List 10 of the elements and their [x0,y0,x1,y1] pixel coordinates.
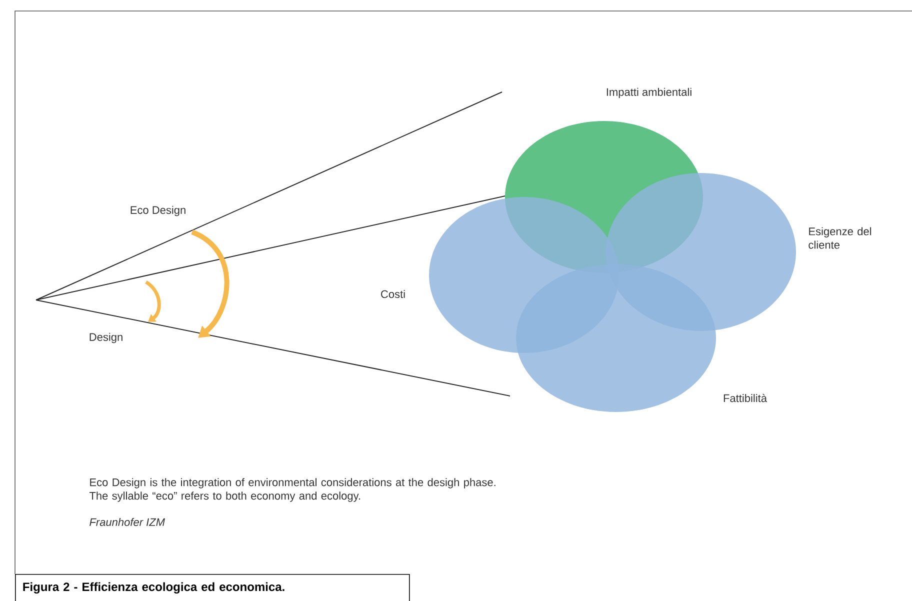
description-text: Eco Design is the integration of environmental considerations at the desigh phase. The syllable “eco” refers to both economy and ecology. [89,478,496,502]
ellipse-label: Costi [381,290,405,298]
source-text: Fraunhofer IZM [90,518,165,526]
stage-label: Eco Design [130,206,186,216]
ellipse-label: Impatti ambientali [606,88,692,98]
venn-ellipse [516,264,716,412]
ellipse-label: Fattibilità [724,394,767,402]
caption-box: Figura 2 - Efficienza ecologica ed economica. [15,574,410,601]
stage-label: Design [90,332,122,344]
ellipse-label: Esigenze del cliente [808,227,872,249]
